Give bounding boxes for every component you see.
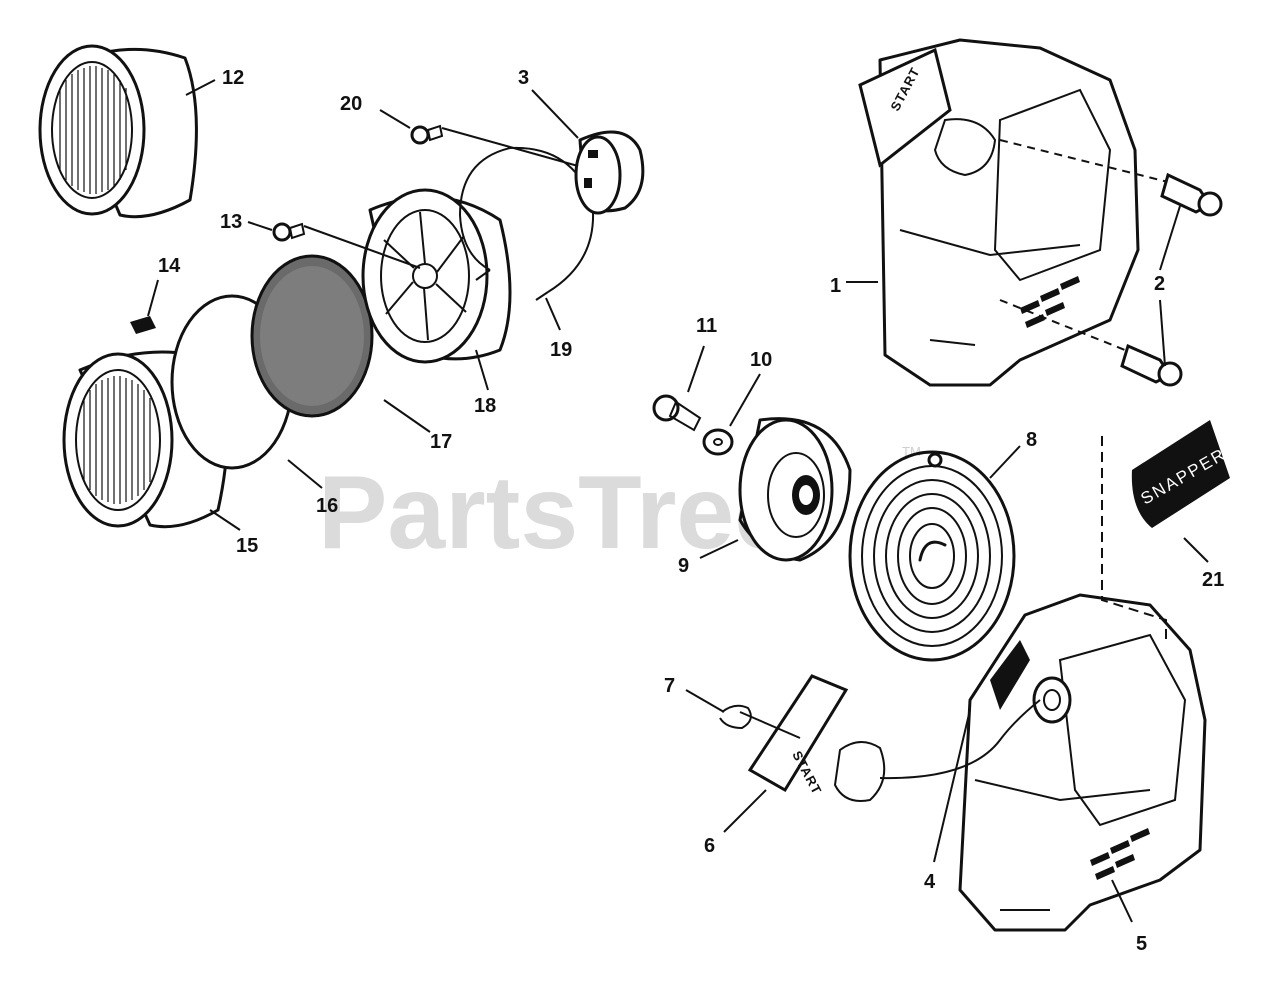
watermark-text: PartsTree	[318, 455, 792, 571]
part-18-filter-housing[interactable]	[361, 188, 512, 364]
part-15-grille	[83, 376, 151, 504]
callout-21: 21	[1202, 569, 1224, 591]
part-12-air-cleaner-cover[interactable]	[38, 44, 198, 219]
part-9-pulley[interactable]	[738, 417, 852, 562]
part-1-vent-slots	[1020, 276, 1080, 328]
callout-3: 3	[518, 67, 529, 89]
part-5-vent-slots	[1090, 828, 1150, 880]
callout-4: 4	[924, 871, 936, 893]
part-13-screw[interactable]	[272, 222, 421, 269]
callout-13: 13	[220, 211, 242, 233]
part-14-clip[interactable]	[130, 316, 156, 334]
leader-lines	[147, 79, 1209, 923]
callout-19: 19	[550, 339, 572, 361]
part-17-foam-filter[interactable]	[250, 254, 374, 418]
part-2-screw-lower[interactable]	[999, 299, 1183, 387]
part-8-recoil-spring[interactable]	[848, 450, 1016, 662]
callout-1: 1	[830, 275, 841, 297]
callout-16: 16	[316, 495, 338, 517]
part-1-starter-housing[interactable]: START	[858, 38, 1169, 387]
callout-7: 7	[664, 675, 675, 697]
callout-labels: 12 20 3 13 14 1 2 19 18 17 16 15 11 10 8…	[158, 67, 1224, 955]
part-12-grille	[59, 66, 127, 194]
callout-11: 11	[696, 315, 717, 337]
callout-5: 5	[1136, 933, 1147, 955]
callout-9: 9	[678, 555, 689, 577]
callout-18: 18	[474, 395, 496, 417]
callout-20: 20	[340, 93, 362, 115]
part-2-screw-upper[interactable]	[1160, 172, 1223, 217]
callout-15: 15	[236, 535, 258, 557]
part-21-snapper-decal[interactable]: SNAPPER	[1101, 420, 1230, 640]
part-10-washer[interactable]	[702, 428, 734, 456]
callout-2-upper: 2	[1154, 273, 1165, 295]
callout-17: 17	[430, 431, 452, 453]
part-7-rope-knot[interactable]	[719, 704, 801, 739]
callout-12: 12	[222, 67, 244, 89]
part-15-air-cleaner-cover[interactable]	[62, 350, 229, 529]
callout-6: 6	[704, 835, 715, 857]
callout-10: 10	[750, 349, 772, 371]
callout-14: 14	[158, 255, 181, 277]
part-19-retainer-ring[interactable]	[458, 146, 594, 301]
callout-8: 8	[1026, 429, 1037, 451]
part-20-screw[interactable]	[410, 124, 579, 167]
part-3-spacer[interactable]	[574, 130, 645, 215]
part-11-screw[interactable]	[652, 394, 702, 432]
part-5-starter-housing[interactable]	[958, 593, 1207, 932]
